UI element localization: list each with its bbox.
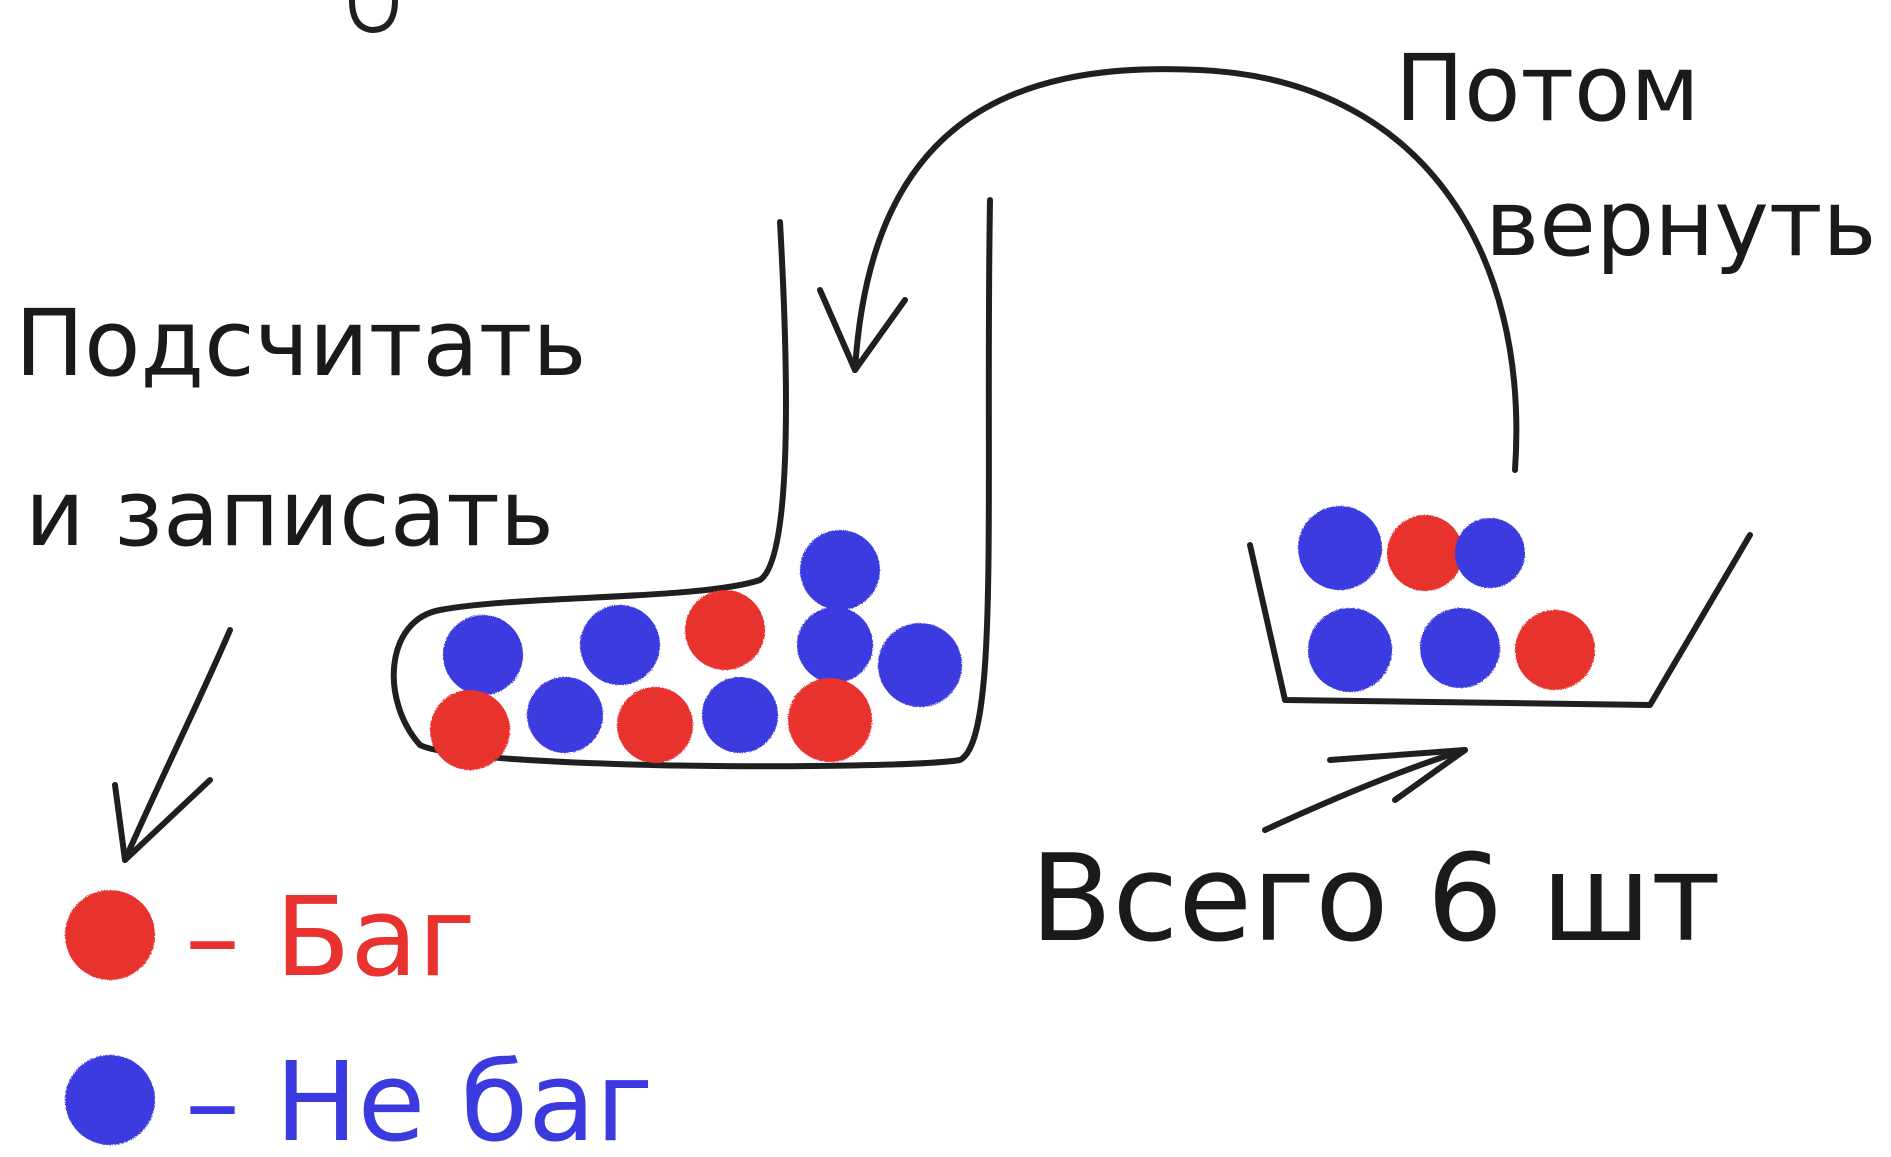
not-bug-ball	[800, 530, 880, 610]
return-later-label-line1: Потом	[1395, 35, 1700, 142]
not-bug-ball	[878, 623, 962, 707]
legend-not-bug-swatch	[65, 1055, 155, 1145]
not-bug-ball	[702, 677, 778, 753]
total-arrowhead	[1327, 747, 1468, 803]
sock-balls	[430, 530, 962, 770]
return-later-label-line2: вернуть	[1485, 170, 1877, 277]
sock-outline	[390, 197, 993, 770]
not-bug-ball	[527, 677, 603, 753]
not-bug-ball	[1308, 608, 1392, 692]
total-label: Всего 6 шт	[1030, 830, 1721, 969]
bowl-outline	[1247, 532, 1753, 708]
not-bug-ball	[1298, 506, 1382, 590]
count-label-line2: и записать	[25, 460, 554, 567]
legend-bug-swatch	[65, 890, 155, 980]
return-arrowhead	[817, 287, 908, 373]
not-bug-ball	[580, 605, 660, 685]
bug-ball	[430, 690, 510, 770]
bug-ball	[1387, 515, 1463, 591]
count-arrow	[122, 627, 233, 863]
not-bug-ball	[1420, 608, 1500, 688]
not-bug-ball	[797, 607, 873, 683]
bug-ball	[788, 678, 872, 762]
return-arrow	[852, 66, 1520, 473]
bug-ball	[685, 590, 765, 670]
not-bug-ball	[443, 615, 523, 695]
legend-bug-text: – Баг	[185, 873, 476, 1001]
legend: – Баг – Не баг	[65, 873, 653, 1157]
count-label-line1: Подсчитать	[15, 290, 587, 397]
total-arrow	[1262, 747, 1468, 833]
count-arrowhead	[112, 777, 213, 863]
bug-ball	[1515, 610, 1595, 690]
not-bug-ball	[1455, 518, 1525, 588]
cropped-stroke	[349, 0, 398, 33]
legend-not-bug-text: – Не баг	[185, 1038, 653, 1157]
bug-ball	[617, 687, 693, 763]
bowl-balls	[1298, 506, 1595, 692]
